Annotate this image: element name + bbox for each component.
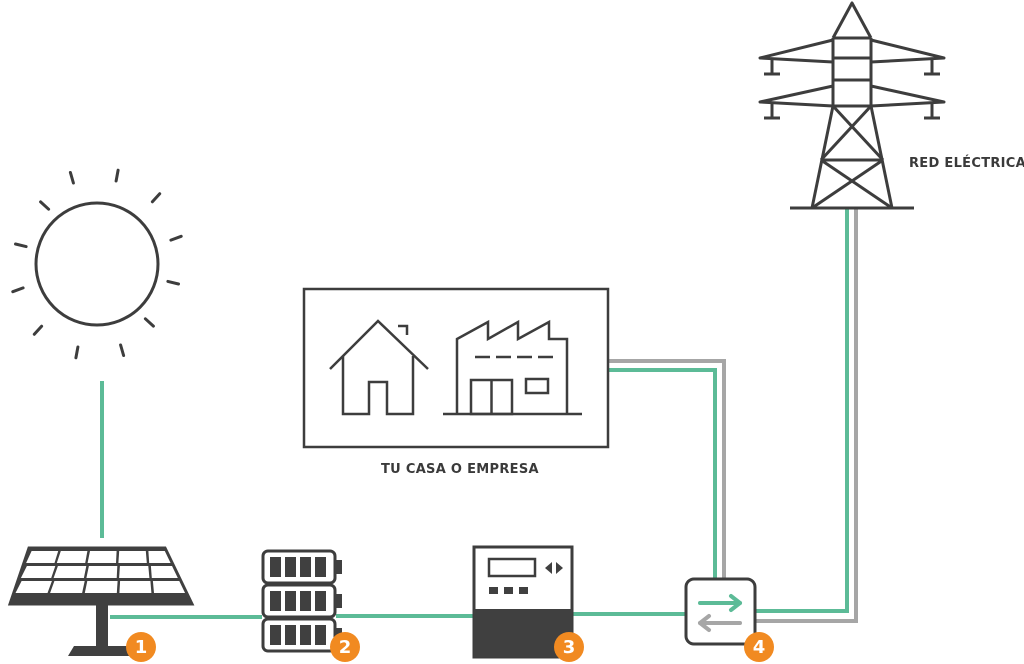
factory-icon [443, 319, 582, 416]
home-business-box [302, 287, 610, 449]
home-business-label: TU CASA O EMPRESA [381, 462, 539, 477]
switch-icon [684, 577, 757, 646]
switch-to-grid-green-line [755, 208, 849, 613]
step-badge-1: 1 [126, 632, 156, 662]
step-badge-4: 4 [744, 632, 774, 662]
grid-label: RED ELÉCTRICA [909, 156, 1024, 171]
power-tower-icon [758, 1, 946, 210]
step-badge-3: 3 [554, 632, 584, 662]
house-icon [329, 319, 429, 416]
solar-panel-icon [7, 546, 195, 656]
home-to-switch-gray-line [608, 359, 726, 580]
sun-icon [11, 168, 183, 360]
switch-to-grid-gray-line [755, 208, 858, 623]
battery-icon [261, 549, 342, 653]
step-badge-2: 2 [330, 632, 360, 662]
home-to-switch-green-line [608, 368, 717, 580]
connection-lines [100, 208, 858, 623]
